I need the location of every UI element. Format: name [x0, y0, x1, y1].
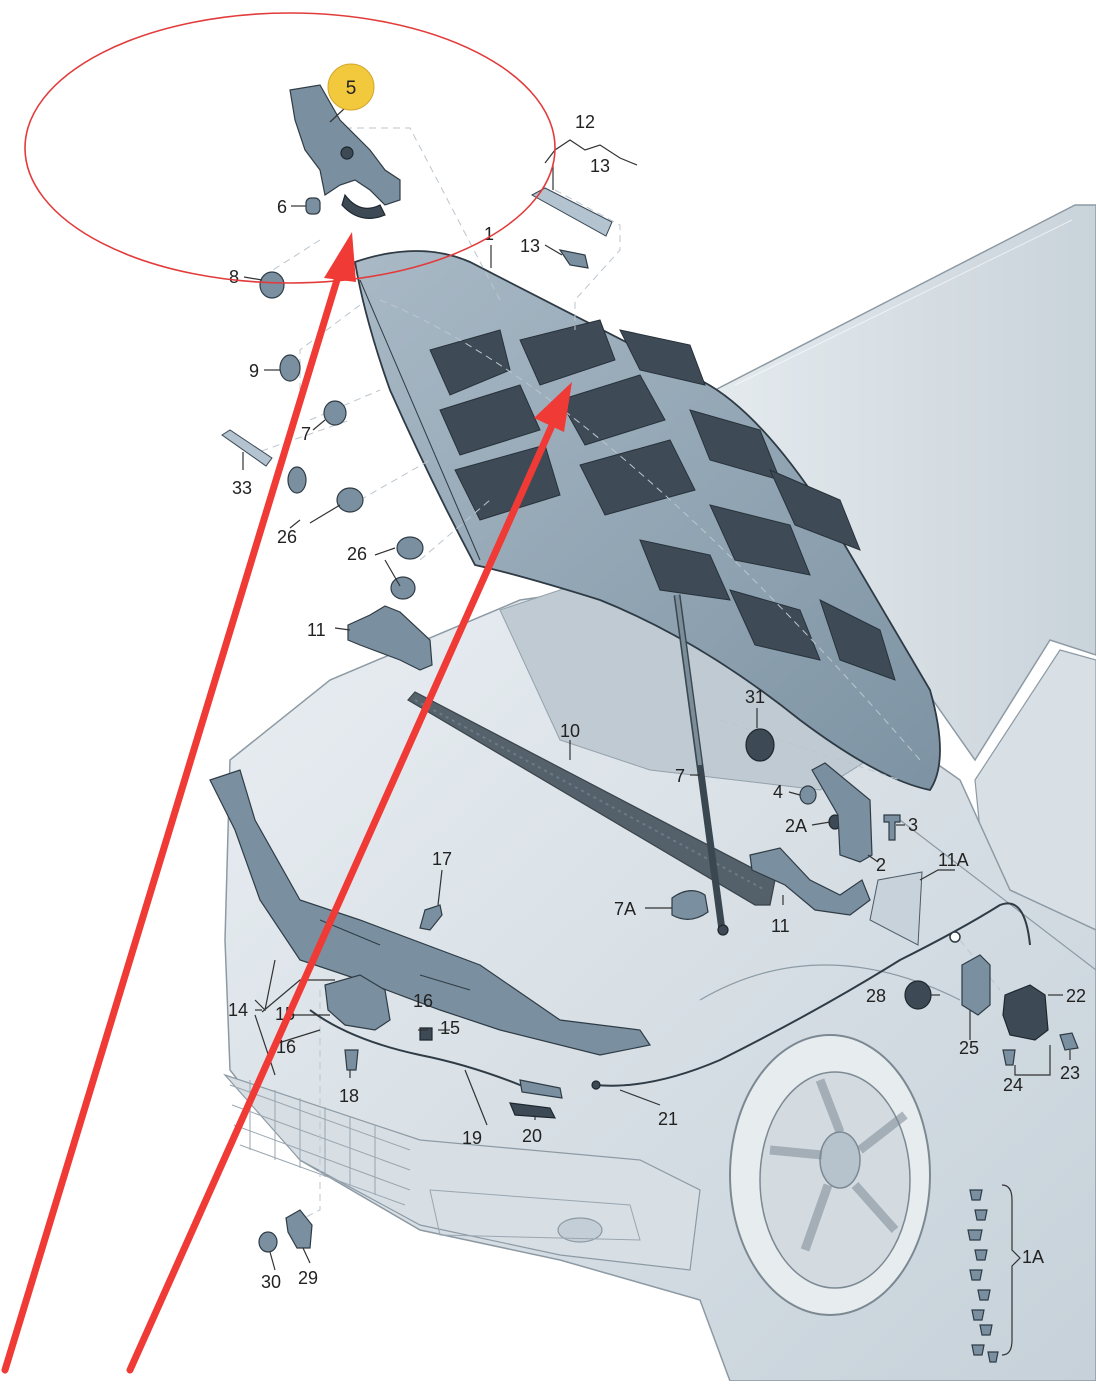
- part-24-screw: [1002, 1049, 1016, 1066]
- label-part-27: 7: [301, 424, 311, 444]
- label-part-21: 21: [658, 1109, 678, 1129]
- label-part-20: 20: [522, 1126, 542, 1146]
- part-10-seal: [407, 691, 776, 906]
- part-11-right: [749, 847, 871, 916]
- label-part-7: 7: [675, 766, 685, 786]
- label-part-13-top: 13: [590, 156, 610, 176]
- label-part-10: 10: [560, 721, 580, 741]
- label-part-1: 1: [484, 224, 494, 244]
- part-23-clip: [1059, 1032, 1079, 1051]
- label-part-8: 8: [229, 267, 239, 287]
- grille: [229, 1080, 411, 1206]
- label-part-12: 12: [575, 112, 595, 132]
- label-part-2: 2: [876, 855, 886, 875]
- windshield: [713, 204, 1096, 762]
- part-26a: [287, 466, 307, 494]
- label-part-11-left: 11: [307, 620, 326, 640]
- part-7a: [671, 890, 709, 920]
- part-2-hinge: [811, 762, 873, 863]
- red-arrow-left: [1, 232, 356, 1374]
- label-part-18: 18: [339, 1086, 359, 1106]
- part-15-latch: [324, 974, 391, 1031]
- hood-frame-cells: [429, 319, 896, 681]
- label-part-13-mid: 13: [520, 236, 540, 256]
- label-part-7a: 7A: [614, 899, 636, 919]
- part-11a-pad: [869, 871, 923, 946]
- part-25-bracket: [961, 954, 991, 1016]
- label-part-16-right: 16: [413, 991, 433, 1011]
- label-part-33: 33: [232, 478, 252, 498]
- label-part-25: 25: [959, 1038, 979, 1058]
- label-part-15-right: 15: [440, 1018, 460, 1038]
- part-26c: [396, 536, 424, 560]
- part-3-bolt: [883, 814, 901, 841]
- part-7-strut: [673, 594, 729, 936]
- front-wheel: [729, 1034, 931, 1316]
- part-27: [323, 400, 347, 426]
- hood: [353, 250, 941, 792]
- part-26b: [336, 487, 364, 513]
- label-part-3: 3: [908, 815, 918, 835]
- label-part-1a: 1A: [1022, 1247, 1044, 1267]
- part-16-clip: [419, 1027, 433, 1041]
- part-20: [509, 1102, 557, 1119]
- fog-lamp: [557, 1217, 603, 1243]
- part-29-bracket: [285, 1209, 313, 1249]
- part-1a-screw-set: [967, 1189, 999, 1363]
- badge-label-part-5: 5: [346, 78, 357, 99]
- part-12-strip: [530, 187, 613, 237]
- label-part-2a: 2A: [785, 816, 807, 836]
- part-30: [258, 1231, 278, 1253]
- label-part-16-left: 16: [276, 1037, 296, 1057]
- label-part-11-right: 11: [771, 916, 790, 936]
- label-part-22: 22: [1066, 986, 1086, 1006]
- part-28: [904, 980, 932, 1010]
- part-6: [305, 197, 321, 215]
- highlight-overlay: 5: [1, 12, 572, 1374]
- part-17-screw: [419, 904, 443, 931]
- reference-lines: [249, 127, 1001, 1221]
- part-9: [279, 354, 301, 382]
- part-22-lock: [1002, 984, 1049, 1041]
- part-lock-carrier: [209, 769, 651, 1056]
- label-part-4: 4: [773, 782, 783, 802]
- hinge-part-5: [289, 84, 401, 219]
- label-part-17: 17: [432, 849, 452, 869]
- part-33: [221, 429, 273, 467]
- part-26d: [390, 576, 416, 600]
- part-labels: 12 13 6 1 13 8 9 7 33 26 26 11 10 31 7 4…: [228, 112, 1086, 1292]
- part-8: [259, 271, 285, 299]
- part-19-cable: [309, 1009, 561, 1096]
- label-part-6: 6: [277, 197, 287, 217]
- label-part-28: 28: [866, 986, 886, 1006]
- label-part-23: 23: [1060, 1063, 1080, 1083]
- part-18: [344, 1049, 359, 1071]
- part-31: [745, 728, 775, 762]
- label-part-30: 30: [261, 1272, 281, 1292]
- part-19-handle: [519, 1079, 563, 1099]
- part-13-clip: [558, 249, 589, 269]
- label-part-26-top: 26: [277, 527, 297, 547]
- red-arrow-right: [126, 382, 572, 1374]
- label-part-26-mid: 26: [347, 544, 367, 564]
- car-body: [223, 204, 1096, 1382]
- part-21-cable: [594, 902, 1031, 1087]
- part-11-left: [347, 605, 433, 671]
- label-part-19: 19: [462, 1128, 482, 1148]
- label-part-9: 9: [249, 361, 259, 381]
- label-part-11a: 11A: [938, 850, 969, 870]
- label-part-29: 29: [298, 1268, 318, 1288]
- hood-panel: [353, 250, 941, 792]
- part-5-badge: 5: [327, 63, 375, 111]
- label-part-31: 31: [745, 687, 765, 707]
- label-part-14: 14: [228, 1000, 248, 1020]
- part-4: [799, 785, 817, 805]
- label-part-24: 24: [1003, 1075, 1023, 1095]
- highlight-circle: [24, 12, 556, 284]
